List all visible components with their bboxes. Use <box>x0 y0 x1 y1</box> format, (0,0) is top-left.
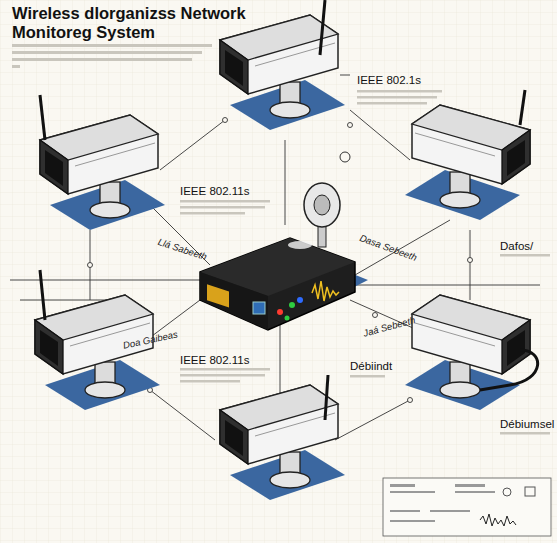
node-text: Débiindt <box>350 360 392 373</box>
node-text: IEEE 802.1s <box>357 74 421 87</box>
line-label: Jaá Sebeeth <box>362 314 416 338</box>
camera-label: Dafos/ <box>500 240 533 253</box>
node-text: Débiumsel <box>500 418 554 431</box>
line-label: Doa Gaibeas <box>122 328 179 350</box>
camera-label: IEEE 802.1s <box>357 74 421 87</box>
node-text: Dafos/ <box>500 240 533 253</box>
diagram-title: Wireless dlorganizss Network Monitoreg S… <box>12 4 262 42</box>
node-text: IEEE 802.11s <box>180 354 249 367</box>
camera-label: Débiumsel <box>500 418 554 431</box>
node-text: IEEE 802.11s <box>180 185 249 198</box>
line-label: Dasa Sebeeth <box>358 232 418 263</box>
camera-label: Débiindt <box>350 360 392 373</box>
line-label: Llá Sabeeth <box>157 236 209 262</box>
camera-label: IEEE 802.11s <box>180 354 249 367</box>
camera-label: IEEE 802.11s <box>180 185 249 198</box>
